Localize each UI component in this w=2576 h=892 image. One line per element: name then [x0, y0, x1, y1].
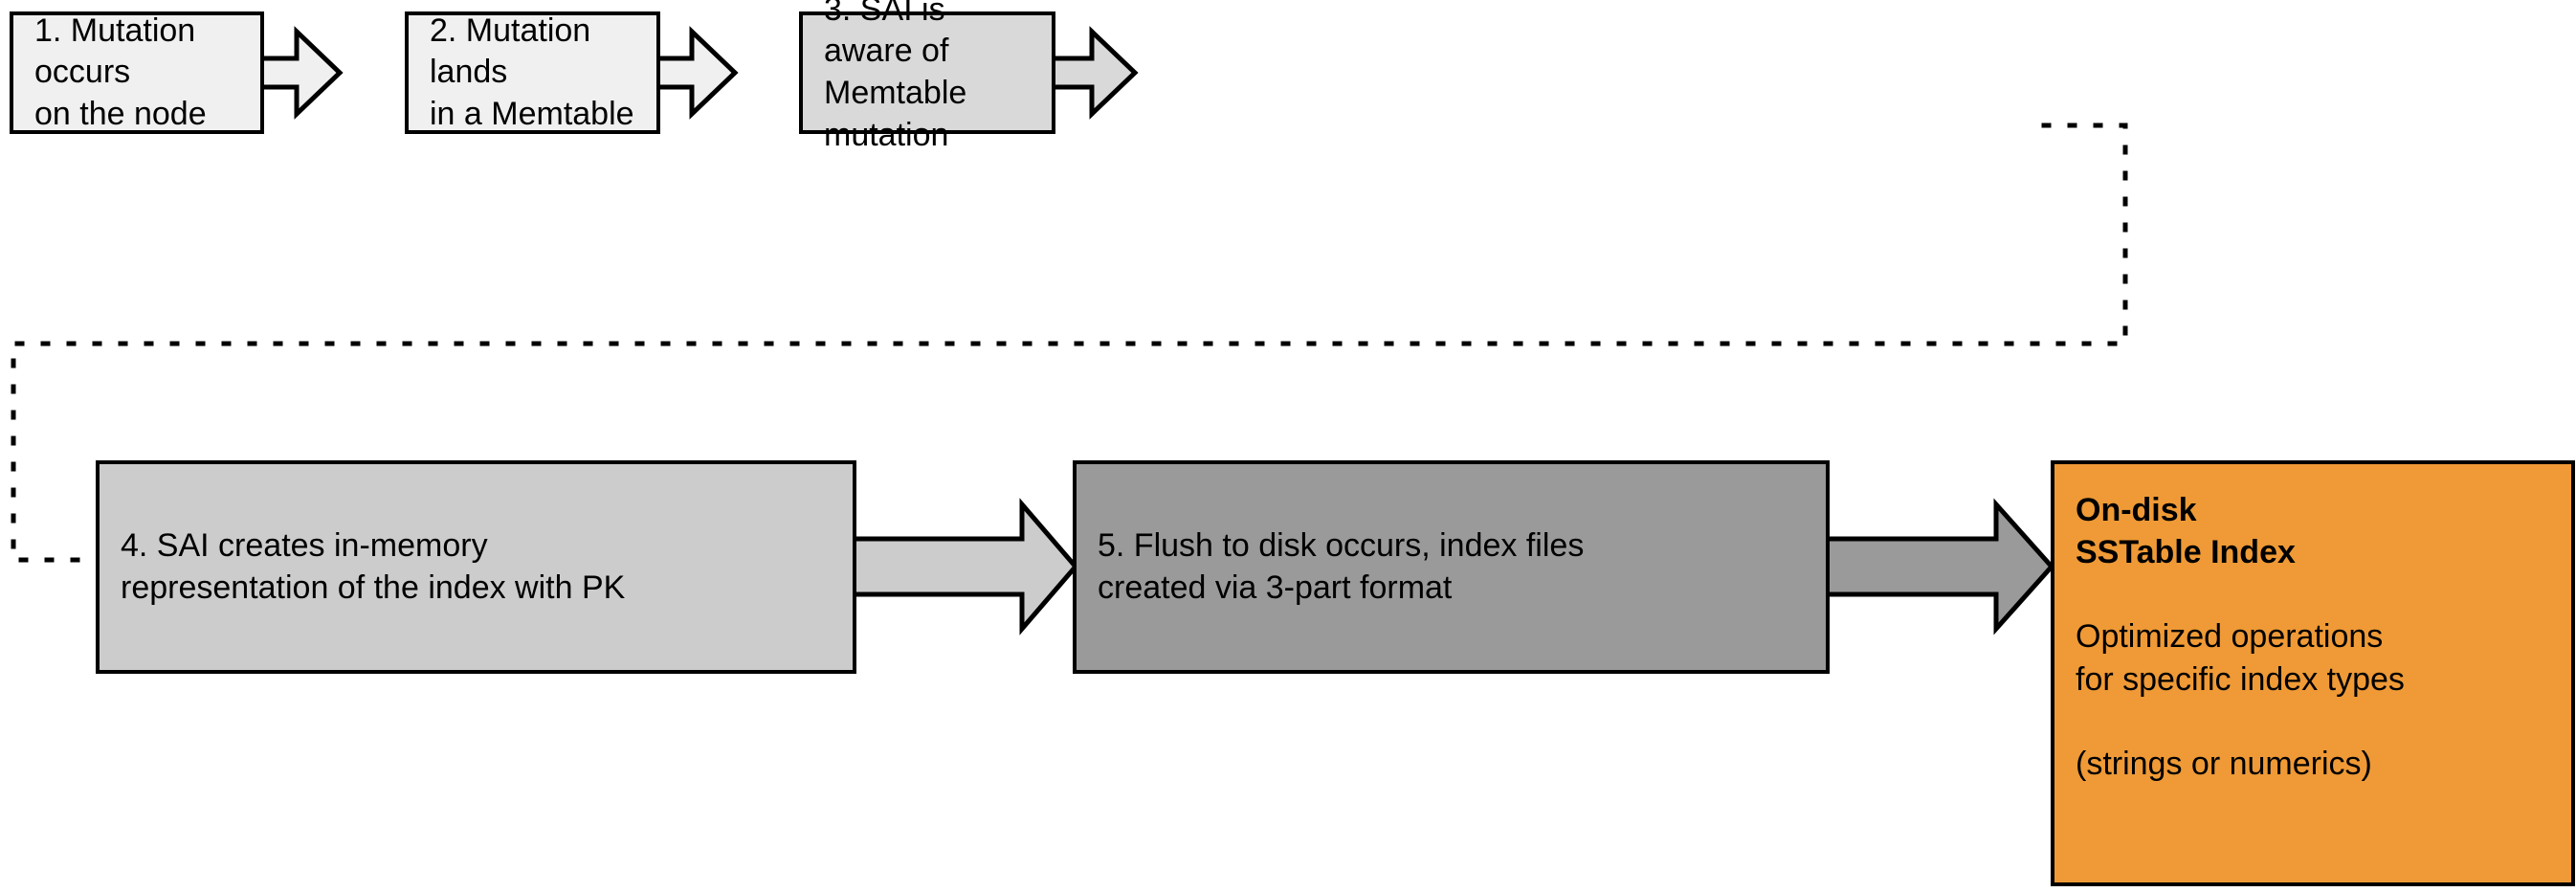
arrow-step4-to-step5-shape: [844, 498, 1079, 636]
step-box-3[interactable]: 3. SAI is aware of Memtable mutation: [799, 0, 1055, 153]
step-box-4-label: 4. SAI creates in-memory representation …: [121, 526, 626, 606]
on-disk-sstable-index-box[interactable]: On-disk SSTable Index Optimized operatio…: [2051, 460, 2575, 886]
step-box-2-label: 2. Mutation lands in a Memtable: [430, 11, 634, 132]
on-disk-sstable-index-title: On-disk SSTable Index: [2076, 492, 2296, 571]
on-disk-sstable-index-body: Optimized operations for specific index …: [2076, 618, 2405, 698]
step-box-1[interactable]: 1. Mutation occurs on the node: [10, 11, 264, 134]
step-box-2[interactable]: 2. Mutation lands in a Memtable: [405, 11, 660, 134]
on-disk-sstable-index-note: (strings or numerics): [2076, 745, 2372, 782]
dotted-wrap-connector: [11, 123, 2128, 563]
arrow-step5-to-result-shape: [1817, 498, 2055, 636]
step-box-5-label: 5. Flush to disk occurs, index files cre…: [1098, 526, 1585, 606]
step-box-3-label: 3. SAI is aware of Memtable mutation: [824, 0, 967, 153]
step-box-1-label: 1. Mutation occurs on the node: [34, 11, 207, 132]
step-box-4[interactable]: 4. SAI creates in-memory representation …: [96, 460, 856, 674]
step-box-5[interactable]: 5. Flush to disk occurs, index files cre…: [1073, 460, 1830, 674]
